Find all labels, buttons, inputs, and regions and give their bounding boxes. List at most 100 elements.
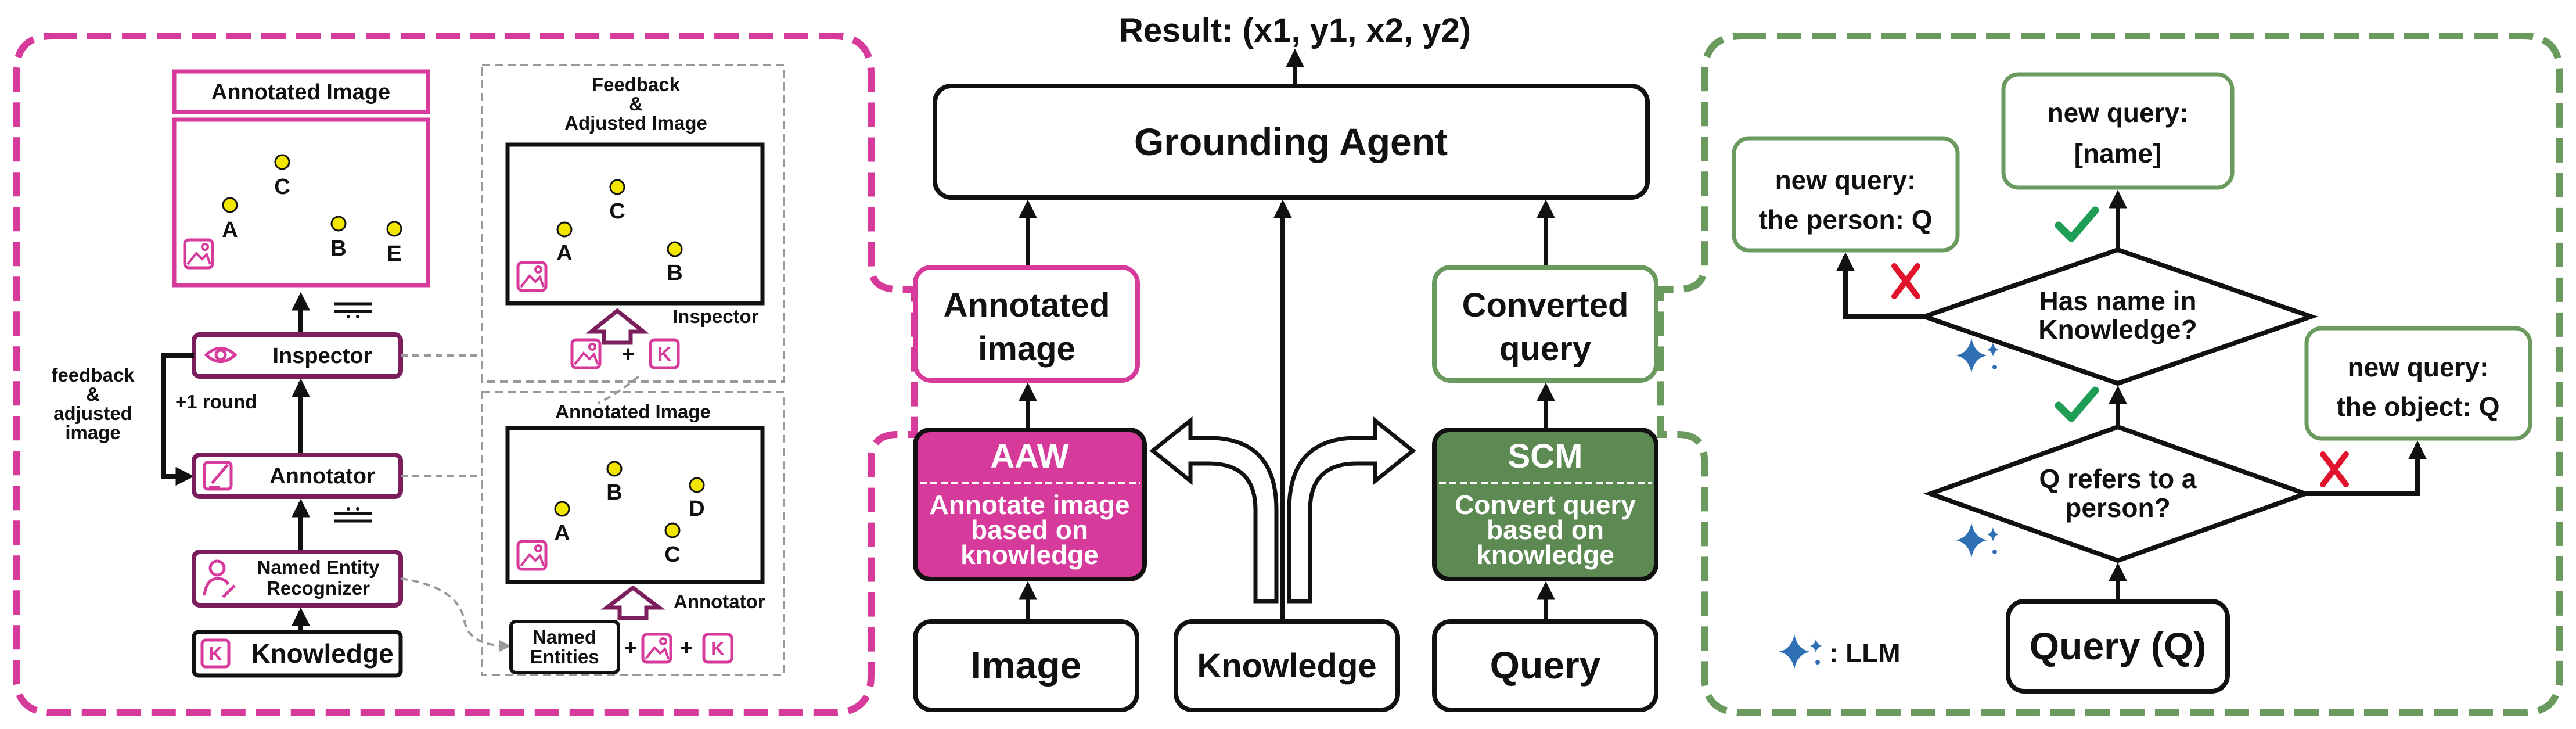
feedback-loop-arrow: [161, 353, 195, 486]
aaw-title: AAW: [990, 437, 1069, 475]
k-icon: [649, 338, 680, 369]
annotated-image-box: [913, 265, 1140, 383]
annotator-io-title: Annotated Image: [555, 401, 711, 422]
point-a: [222, 197, 238, 213]
connector-between-boxes: [598, 375, 640, 404]
converted-query-label-2: query: [1499, 330, 1591, 368]
annotated-image-points: C A B E: [222, 154, 402, 266]
image-box: [913, 619, 1139, 712]
round-label: +1 round: [175, 391, 257, 412]
point-e-label: E: [387, 242, 401, 266]
query-label: Query: [1490, 644, 1601, 687]
feedback-box-title-1: Feedback: [592, 74, 681, 95]
plus-3: +: [680, 636, 693, 660]
io-point-c-label: C: [664, 543, 680, 567]
decision-sign-2: [334, 507, 372, 523]
ner-label-1: Named Entity: [257, 556, 380, 578]
point-b: [330, 216, 347, 232]
aaw-desc-1: Annotate image: [929, 490, 1129, 520]
scm-title: SCM: [1508, 437, 1583, 475]
annotator-label: Annotator: [269, 464, 375, 489]
aaw-box: [913, 428, 1147, 581]
sparkle-icon: [1956, 523, 1999, 558]
k-icon-letter: K: [208, 643, 222, 665]
decision-sign: [334, 302, 372, 318]
new-query-object-1: new query:: [2348, 352, 2489, 382]
feedback-label-4: image: [65, 422, 120, 443]
cross-icon: [1891, 263, 1920, 299]
point-b-label: B: [330, 236, 346, 261]
point-c: [274, 154, 290, 170]
fb-point-b: [667, 241, 683, 257]
llm-legend-label: : LLM: [1829, 638, 1901, 668]
pen-icon: [203, 461, 233, 491]
refers-diamond: [1923, 424, 2312, 563]
named-entities-label-1: Named: [533, 626, 596, 648]
arrow-no-to-object: [2305, 440, 2427, 496]
converted-query-label-1: Converted: [1462, 286, 1629, 324]
scm-desc-2: based on: [1487, 515, 1604, 545]
image-icon: [183, 238, 214, 270]
inspector-hollow-arrow: [585, 308, 649, 345]
grounding-agent-label: Grounding Agent: [1134, 120, 1448, 163]
has-name-label-1: Has name in: [2039, 286, 2197, 316]
plus-2: +: [624, 636, 637, 660]
user-edit-icon: [203, 559, 236, 598]
feedback-box-title-3: Adjusted Image: [564, 112, 707, 134]
grounding-agent-box: [933, 84, 1650, 200]
annotator-hollow-arrow: [600, 585, 665, 620]
annotator-io-image-frame: [505, 426, 765, 584]
sparkle-icon: [1956, 338, 1999, 373]
io-point-c: [664, 522, 681, 538]
io-point-d: [689, 477, 705, 493]
annotated-image-label-2: image: [978, 330, 1075, 368]
image-icon: [641, 633, 672, 664]
image-icon: [516, 261, 548, 292]
refers-label-1: Q refers to a: [2039, 464, 2197, 494]
query-q-label: Query (Q): [2030, 624, 2206, 667]
fb-point-c: [609, 179, 625, 195]
fb-point-a-label: A: [556, 241, 572, 265]
annotator-small-label: Annotator: [674, 591, 765, 612]
knowledge-to-scm-arrow: [1287, 416, 1416, 604]
scm-box: [1432, 428, 1658, 581]
named-entities-box: [509, 620, 620, 674]
feedback-box-title-2: &: [629, 93, 643, 114]
point-c-label: C: [274, 175, 290, 199]
check-icon: [2055, 206, 2099, 242]
check-icon: [2055, 386, 2099, 422]
feedback-label-3: adjusted: [53, 403, 132, 424]
k-icon: [702, 633, 733, 664]
fb-point-b-label: B: [667, 261, 682, 285]
new-query-person-box: [1732, 136, 1960, 253]
has-name-diamond: [1917, 247, 2319, 386]
new-query-object-2: the object: Q: [2336, 392, 2499, 422]
io-point-a: [554, 501, 570, 517]
new-query-person-1: new query:: [1775, 165, 1916, 195]
cross-icon: [2320, 451, 2349, 487]
knowledge-center-label: Knowledge: [1197, 647, 1376, 685]
new-query-name-2: [name]: [2074, 138, 2162, 168]
right-panel: new query: the person: Q new query: [nam…: [1657, 33, 2563, 716]
point-e: [386, 221, 402, 237]
feedback-image-frame: [505, 142, 765, 306]
k-icon: [200, 638, 231, 669]
image-icon: [570, 338, 602, 369]
aaw-desc-2: based on: [971, 515, 1088, 545]
left-panel: Annotated Image C A B E: [13, 33, 918, 716]
new-query-name-box: [2001, 72, 2235, 190]
new-query-person-2: the person: Q: [1758, 204, 1932, 235]
io-point-b-label: B: [606, 480, 622, 505]
feedback-label-1: feedback: [51, 364, 135, 386]
annotator-io-box: [481, 391, 785, 676]
plus-1: +: [622, 342, 635, 367]
k-icon-letter: K: [657, 343, 671, 365]
knowledge-box: [192, 630, 403, 678]
converted-query-box: [1432, 265, 1658, 383]
annotated-image-label-1: Annotated: [944, 286, 1110, 324]
has-name-label-2: Knowledge?: [2038, 314, 2197, 344]
fb-point-c-label: C: [609, 199, 625, 224]
image-label: Image: [971, 644, 1082, 687]
knowledge-to-aaw-arrow: [1149, 416, 1279, 604]
inspector-label: Inspector: [272, 344, 372, 368]
